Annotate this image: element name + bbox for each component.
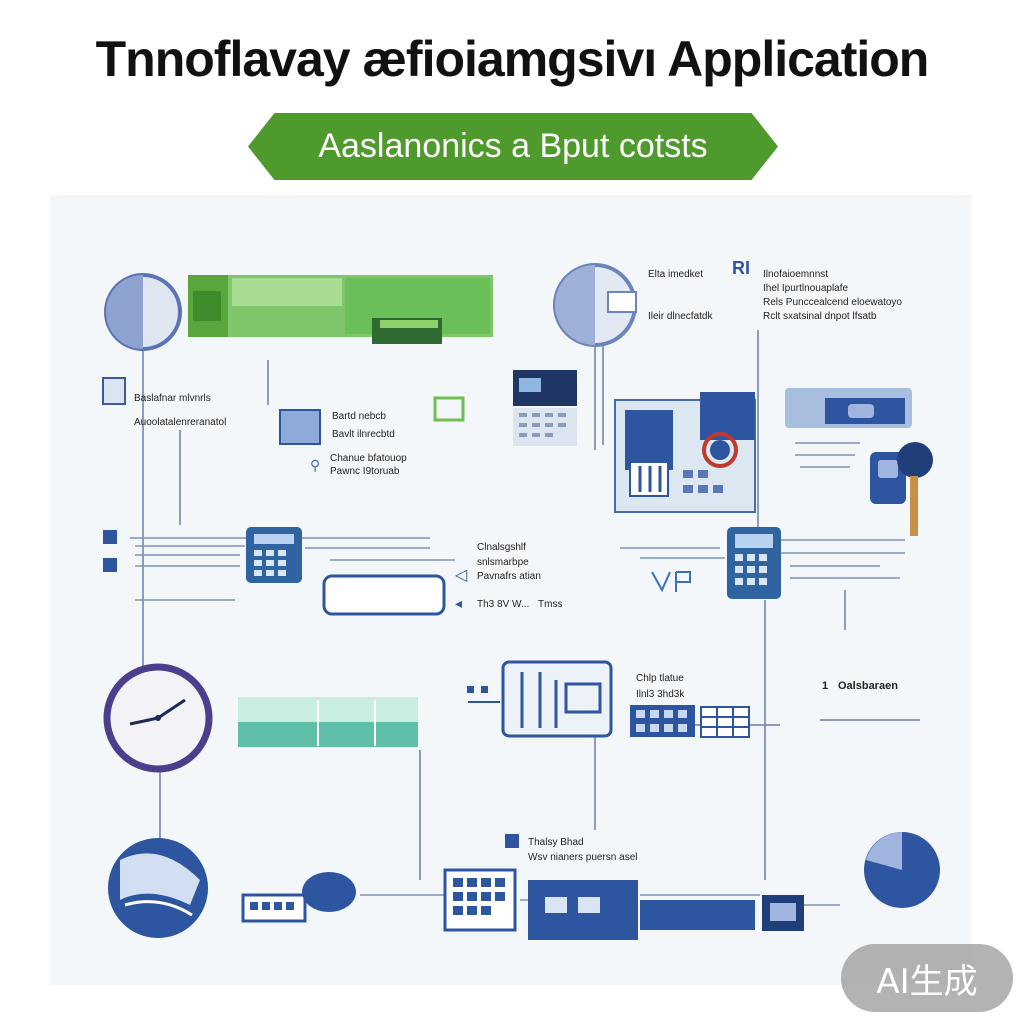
label-top-left-2: Auoolatalenreranatol [134, 417, 227, 428]
label-mid-box-1: Bartd nebcb [332, 411, 386, 422]
label-center-2: snlsmarbpe [477, 557, 529, 568]
machine-icon [785, 388, 912, 428]
center-box [322, 574, 446, 616]
label-bottom-2: Wsv nianers puersn asel [528, 852, 638, 863]
label-bottom-1: Thalsy Bhad [528, 837, 584, 848]
label-mid-box-2: Bavlt ilnrecbtd [332, 429, 395, 440]
clock-icon [103, 663, 213, 773]
gear-machine-icon [467, 660, 613, 738]
window-icon [279, 409, 321, 445]
label-top-right-3: Ihel Ipurtlnouaplafe [763, 283, 849, 294]
label-mid-box-3: Chanue bfatouop [330, 453, 407, 464]
label-top-right-2: Ilnofaioemnnst [763, 269, 829, 280]
banner-text: Aaslanonics a Bput cotsts [318, 127, 708, 165]
label-center-1: Clnalsgshlf [477, 542, 526, 553]
building-icon [614, 392, 756, 513]
marker-icon-3 [505, 834, 519, 848]
watermark-badge: AI生成 [841, 944, 1013, 1012]
page-title: Tnnoflavay æfioiamgsivı Application [95, 31, 930, 87]
label-top-left-1: Baslafnar mlvnrls [134, 393, 211, 404]
watermark-text: AI生成 [876, 961, 978, 1002]
label-mid-box-4: Pawnc I9toruab [330, 466, 400, 477]
half-moon-icon-right [553, 263, 637, 347]
label-right-mid-1: Chlp tlatue [636, 673, 684, 684]
calculator-icon-right [727, 527, 781, 599]
label-top-right-4: Rels Punccealcend eloewatoyo [763, 297, 902, 308]
server-icon [513, 370, 577, 446]
label-top-right-mark: RI [732, 258, 750, 278]
pin-icon: ⚲ [310, 457, 320, 473]
pie-icon [864, 832, 940, 908]
label-center-3: Pavnafrs atian [477, 571, 541, 582]
teal-bar [238, 697, 418, 747]
label-right-mid-num: 1 [822, 680, 829, 692]
arrow-left-icon-2: ◂ [455, 595, 462, 611]
bottom-strip [241, 868, 804, 940]
marker-icon-1 [103, 530, 117, 544]
half-moon-icon [104, 273, 182, 351]
label-top-right-5: Ileir dlnecfatdk [648, 311, 713, 322]
label-center-5: Tmss [538, 599, 563, 610]
green-square-icon [433, 396, 465, 422]
label-center-4: Th3 8V W... [477, 599, 530, 610]
row-lines [130, 442, 905, 906]
label-right-mid-3: Oalsbaraen [838, 680, 898, 692]
connector-lines [142, 300, 920, 880]
vp-mark [651, 571, 691, 593]
marker-icon-2 [103, 558, 117, 572]
key-icon [870, 442, 933, 536]
label-top-right-1: Elta imedket [648, 269, 704, 280]
label-right-mid-2: Ilnl3 3hd3k [636, 689, 685, 700]
subtitle-banner: Aaslanonics a Bput cotsts [248, 113, 778, 180]
arrow-left-icon: ◁ [455, 567, 468, 584]
globe-icon [108, 838, 208, 938]
doc-icon [102, 377, 126, 405]
calculator-icon-left [246, 527, 302, 583]
label-top-right-6: Rclt sxatsinal dnpot lfsatb [763, 311, 877, 322]
green-bar [188, 275, 493, 344]
grid-icon [630, 705, 750, 738]
